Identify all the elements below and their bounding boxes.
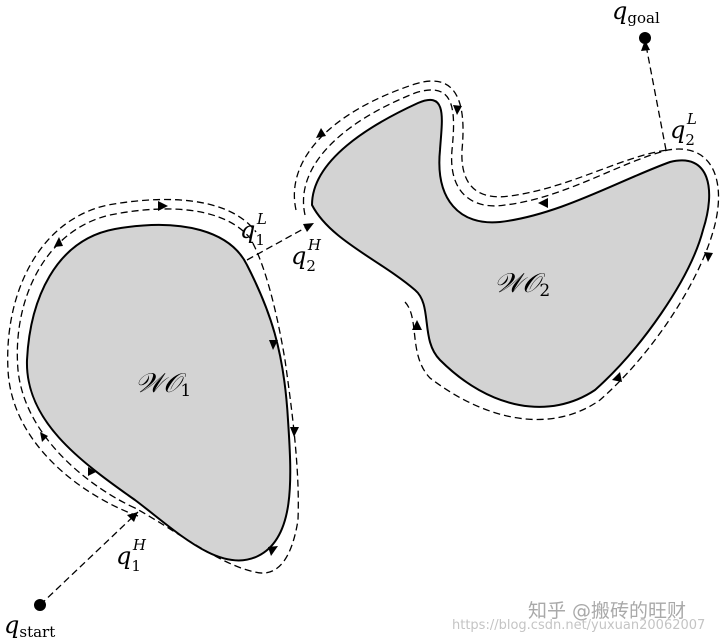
leave2-to-goal-line	[644, 39, 667, 151]
follow-path-outer-2	[302, 89, 720, 421]
watermark-url: https://blog.csdn.net/yuxuan20062007	[452, 618, 706, 633]
start-label: qstart	[4, 611, 55, 641]
obstacle-1-label: 𝒲𝒪1	[135, 368, 191, 401]
hit2-label: q2H	[291, 236, 322, 275]
leave1-label: q1L	[240, 210, 267, 249]
start-point	[34, 599, 46, 611]
follow-path-outer-1	[16, 208, 299, 574]
start-to-hit1-line	[39, 511, 139, 606]
obstacle-2-label: 𝒲𝒪2	[494, 268, 550, 301]
obstacle-2	[310, 99, 711, 408]
hit1-label: q1H	[116, 536, 147, 575]
follow-path-inner-1	[7, 198, 257, 517]
leave1-to-hit2-line	[246, 222, 315, 261]
goal-point	[639, 32, 651, 44]
direction-arrows	[40, 40, 713, 556]
watermark-brand: 知乎 @搬砖的旺财	[528, 600, 687, 622]
follow-path-inner-2	[293, 80, 669, 211]
goal-label: qgoal	[612, 0, 660, 27]
obstacle-1	[25, 223, 292, 562]
leave2-label: q2L	[670, 110, 697, 149]
